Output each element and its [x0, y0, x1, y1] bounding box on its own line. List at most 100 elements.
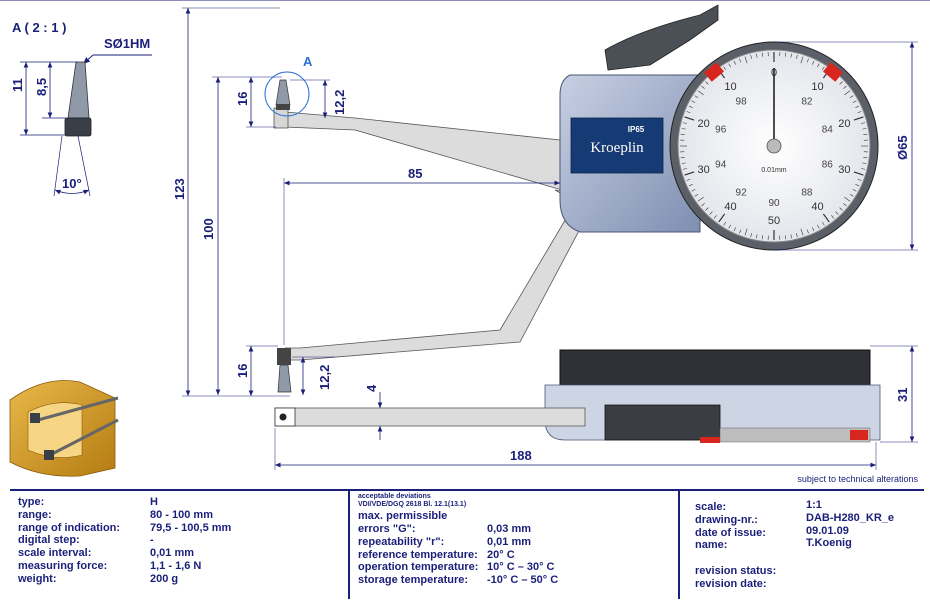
dial-tick [694, 193, 699, 197]
dial-ticks [680, 52, 868, 240]
tip-base-shape [64, 117, 92, 137]
dial-outer-label: 20 [838, 118, 850, 130]
spec-value: 80 - 100 mm [150, 508, 213, 521]
dial-outer-label: 30 [697, 164, 709, 176]
dial-tick [682, 168, 687, 170]
dial-tick [839, 81, 843, 85]
spec-label: weight: [18, 572, 57, 585]
deviations-title: max. permissible [358, 510, 448, 522]
dial-tick [744, 56, 748, 64]
dial-tick [681, 128, 686, 130]
deviation-value: 0,01 mm [487, 535, 532, 548]
dial-tick [750, 54, 752, 59]
dial-tick [694, 95, 699, 99]
dim-detail-8-5: 8,5 [34, 78, 49, 96]
dial-tick [852, 189, 857, 192]
dial-tick [831, 215, 835, 219]
deviation-label: reference temperature: [358, 548, 478, 561]
deviation-label: errors "G": [358, 523, 416, 535]
dial-tick [701, 85, 705, 89]
dial-outer-label: 30 [838, 164, 850, 176]
deviation-value: 20° C [487, 548, 515, 561]
dial-tick [796, 54, 798, 59]
dial-tick [756, 53, 758, 58]
dial-unit: 0.01mm [761, 167, 786, 174]
dial-tick [688, 184, 693, 187]
tip-cone-shape [67, 61, 90, 119]
dial-tick [691, 100, 696, 103]
dial-inner-label: 90 [768, 198, 780, 209]
spec-label: digital step: [18, 534, 80, 547]
specs-labels: type: range: range of indication: digita… [18, 496, 120, 586]
dial-tick [863, 156, 868, 159]
dial-tick [713, 215, 717, 219]
dial-tick [852, 100, 857, 103]
dial-tick [705, 207, 709, 211]
title-block-divider-2 [678, 489, 680, 599]
dial-tick [686, 111, 691, 114]
lever-shape [604, 4, 719, 71]
dial-tick [844, 196, 851, 202]
dial-tick [681, 162, 686, 164]
dial-tick [843, 203, 847, 207]
dial-tick [806, 229, 809, 234]
dial-tick [800, 228, 804, 236]
dial-tick [817, 63, 820, 68]
dial-tick [839, 207, 843, 211]
dial-tick [733, 60, 736, 65]
bottom-view-dial [559, 349, 871, 386]
dial-tick [790, 53, 792, 58]
dial-tick [744, 228, 748, 236]
dial-outer-label: 40 [724, 201, 736, 213]
dial-inner-label: 94 [715, 159, 727, 170]
dial-tick [723, 66, 727, 71]
dial-outer-label: 50 [768, 215, 780, 227]
dial-tick [790, 234, 792, 239]
deviations-header: acceptable deviations [358, 493, 431, 500]
brand-label: Kroeplin [590, 140, 644, 156]
revision-status-label: revision status: [695, 565, 777, 577]
dial-outer-label: 10 [811, 81, 823, 93]
revision-block: revision status: revision date: [695, 565, 776, 591]
dial-tick [863, 133, 868, 136]
info-label: name: [695, 539, 728, 552]
dial-tick [849, 193, 854, 197]
deviation-value: 0,03 mm [487, 523, 532, 535]
callout-letter: A [303, 54, 313, 69]
title-block-divider-1 [348, 489, 350, 599]
dial-tick [686, 178, 691, 181]
dial-tick [855, 184, 860, 187]
dial-tick [688, 105, 693, 108]
detail-a: A ( 2 : 1 ) SØ1HM 11 8,5 10° [10, 20, 152, 197]
technical-note: subject to technical alterations [797, 474, 918, 484]
dial-tick [857, 178, 862, 181]
dial-tick [756, 234, 758, 239]
ring-illustration [9, 380, 119, 477]
spec-value: 0,01 mm [150, 547, 195, 560]
spec-value: 79,5 - 100,5 mm [150, 521, 232, 534]
deviations-values: 0,03 mm 0,01 mm 20° C 10° C – 30° C -10°… [487, 523, 558, 587]
spec-label: scale interval: [18, 547, 92, 560]
detail-callout-circle [264, 71, 310, 117]
title-block-top-border [10, 489, 924, 491]
dial-tick [701, 203, 705, 207]
spec-value: - [150, 534, 154, 547]
dial-tick [844, 90, 851, 96]
detail-tip-label: SØ1HM [104, 36, 150, 51]
dial-tick [861, 122, 866, 124]
info-value: 09.01.09 [806, 524, 849, 537]
spec-label: type: [18, 496, 45, 508]
spec-label: measuring force: [18, 559, 108, 572]
spec-label: range: [18, 508, 52, 521]
dim-188: 188 [510, 448, 532, 463]
spec-value: 1,1 - 1,6 N [150, 559, 202, 572]
deviation-value: -10° C – 50° C [487, 574, 559, 587]
dim-16-top: 16 [235, 92, 250, 106]
dial-outer-label: 40 [811, 201, 823, 213]
tolerance-marker-right [823, 62, 843, 82]
deviations-standard: VDI/VDE/DGQ 2618 Bl. 12.1(13.1) [358, 501, 467, 508]
dial-tick [812, 227, 815, 232]
upper-arm-shape [284, 111, 563, 191]
dial-tick [739, 58, 742, 63]
spec-value: H [150, 496, 158, 508]
